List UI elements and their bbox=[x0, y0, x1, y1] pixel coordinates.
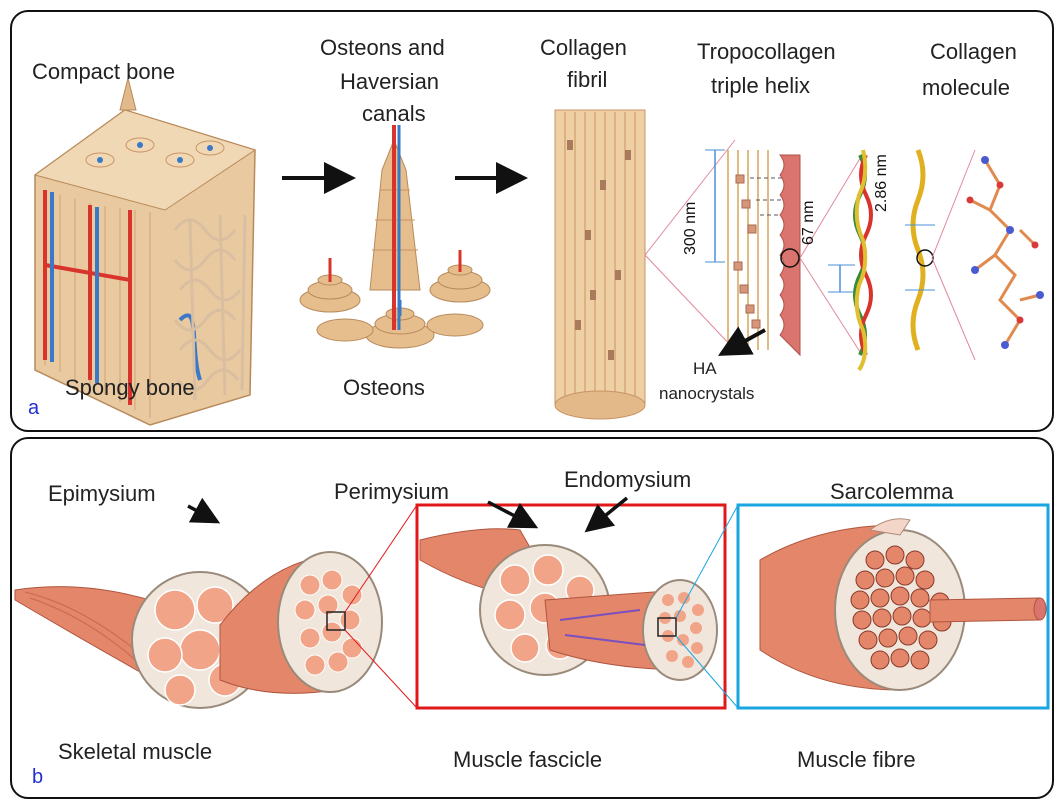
label-compact-bone: Compact bone bbox=[32, 58, 175, 86]
label-collagen-molecule-1: Collagen bbox=[930, 38, 1017, 66]
collagen-molecule-illustration bbox=[967, 156, 1045, 349]
label-osteons-title-1: Osteons and bbox=[320, 34, 445, 62]
label-sarcolemma: Sarcolemma bbox=[830, 478, 953, 506]
label-collagen-fibril-2: fibril bbox=[567, 66, 607, 94]
label-ha-1: HA bbox=[693, 358, 717, 380]
label-perimysium: Perimysium bbox=[334, 478, 449, 506]
label-2-86nm: 2.86 nm bbox=[873, 154, 891, 212]
label-tropocollagen-1: Tropocollagen bbox=[697, 38, 836, 66]
label-300nm: 300 nm bbox=[682, 202, 700, 255]
label-spongy-bone: Spongy bone bbox=[65, 374, 195, 402]
label-67nm: 67 nm bbox=[800, 201, 818, 245]
label-endomysium: Endomysium bbox=[564, 466, 691, 494]
label-epimysium: Epimysium bbox=[48, 480, 156, 508]
triple-helix-illustration bbox=[855, 150, 871, 370]
label-tropocollagen-2: triple helix bbox=[711, 72, 810, 100]
label-muscle-fibre: Muscle fibre bbox=[797, 746, 916, 774]
label-osteons-title-3: canals bbox=[362, 100, 426, 128]
label-collagen-fibril-1: Collagen bbox=[540, 34, 627, 62]
tropocollagen-array-illustration bbox=[705, 150, 862, 355]
skeletal-muscle-illustration bbox=[15, 552, 382, 708]
label-collagen-molecule-2: molecule bbox=[922, 74, 1010, 102]
label-ha-2: nanocrystals bbox=[659, 383, 754, 405]
panel-letter-a: a bbox=[28, 397, 39, 420]
osteons-illustration bbox=[300, 125, 490, 348]
collagen-chain-illustration bbox=[905, 150, 975, 360]
label-osteons-title-2: Haversian bbox=[340, 68, 439, 96]
label-skeletal-muscle: Skeletal muscle bbox=[58, 738, 212, 766]
compact-bone-illustration bbox=[35, 78, 255, 425]
panel-letter-b: b bbox=[32, 766, 43, 789]
label-osteons: Osteons bbox=[343, 374, 425, 402]
label-muscle-fascicle: Muscle fascicle bbox=[453, 746, 602, 774]
